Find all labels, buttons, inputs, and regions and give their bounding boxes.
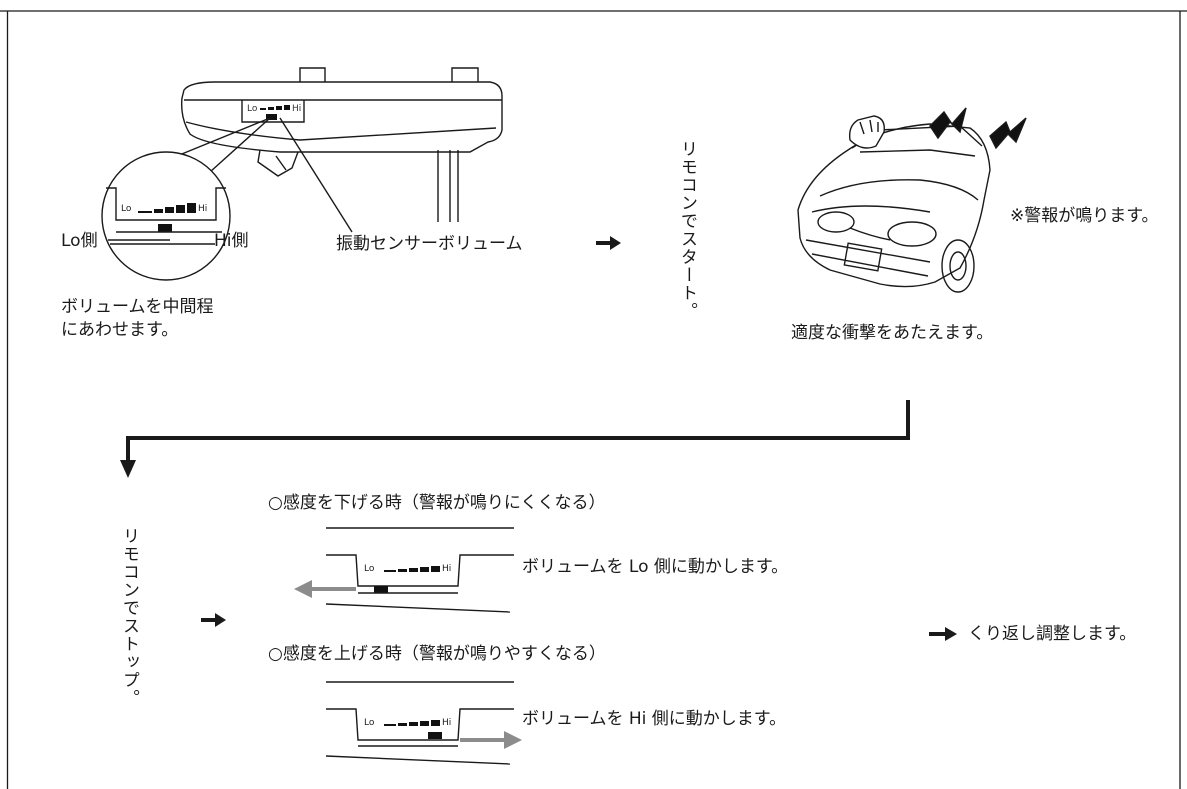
repeat-adjust-text: くり返し調整します。: [968, 624, 1137, 644]
arrow-to-adjust: [201, 613, 226, 627]
move-left-arrow: [294, 580, 356, 598]
decrease-panel: [325, 527, 514, 613]
decrease-action: ボリュームを Lo 側に動かします。: [522, 557, 789, 577]
sensor-volume-label: 振動センサーボリューム: [336, 234, 523, 254]
decrease-scale-hi: Hi: [442, 564, 452, 574]
decrease-scale-lo: Lo: [364, 564, 375, 574]
increase-scale-hi: Hi: [442, 718, 452, 728]
instruction-line-1: ボリュームを中間程: [61, 297, 214, 317]
increase-action: ボリュームを Hi 側に動かします。: [522, 709, 787, 729]
flow-connector: [126, 400, 910, 462]
zoom-detail: [101, 151, 231, 281]
instruction-line-2: にあわせます。: [61, 320, 179, 340]
arrow-to-start: [596, 236, 621, 250]
alarm-note: ※警報が鳴ります。: [1010, 206, 1159, 226]
remote-start-text: リモコンでスタート。: [677, 140, 697, 320]
decrease-heading: ○感度を下げる時（警報が鳴りにくくなる）: [268, 493, 606, 513]
svg-text:Lo: Lo: [247, 104, 258, 114]
arrow-to-repeat: [929, 627, 957, 641]
increase-heading: ○感度を上げる時（警報が鳴りやすくなる）: [268, 644, 606, 664]
increase-panel: [325, 681, 514, 765]
zoom-scale-hi: Hi: [198, 204, 208, 214]
svg-text:Hi: Hi: [292, 104, 301, 114]
remote-stop-text: リモコンでストップ。: [119, 527, 139, 707]
frame: [0, 10, 1187, 789]
lo-side-label: Lo側: [61, 231, 98, 251]
flow-connector-head: [120, 460, 136, 478]
zoom-scale-lo: Lo: [121, 204, 132, 214]
move-right-arrow: [460, 731, 522, 749]
impact-caption: 適度な衝撃をあたえます。: [791, 323, 994, 343]
increase-scale-lo: Lo: [364, 718, 375, 728]
car-illustration: [797, 107, 1027, 293]
sensor-unit-illustration: Lo Hi: [171, 67, 503, 233]
hi-side-label: Hi側: [214, 231, 249, 251]
